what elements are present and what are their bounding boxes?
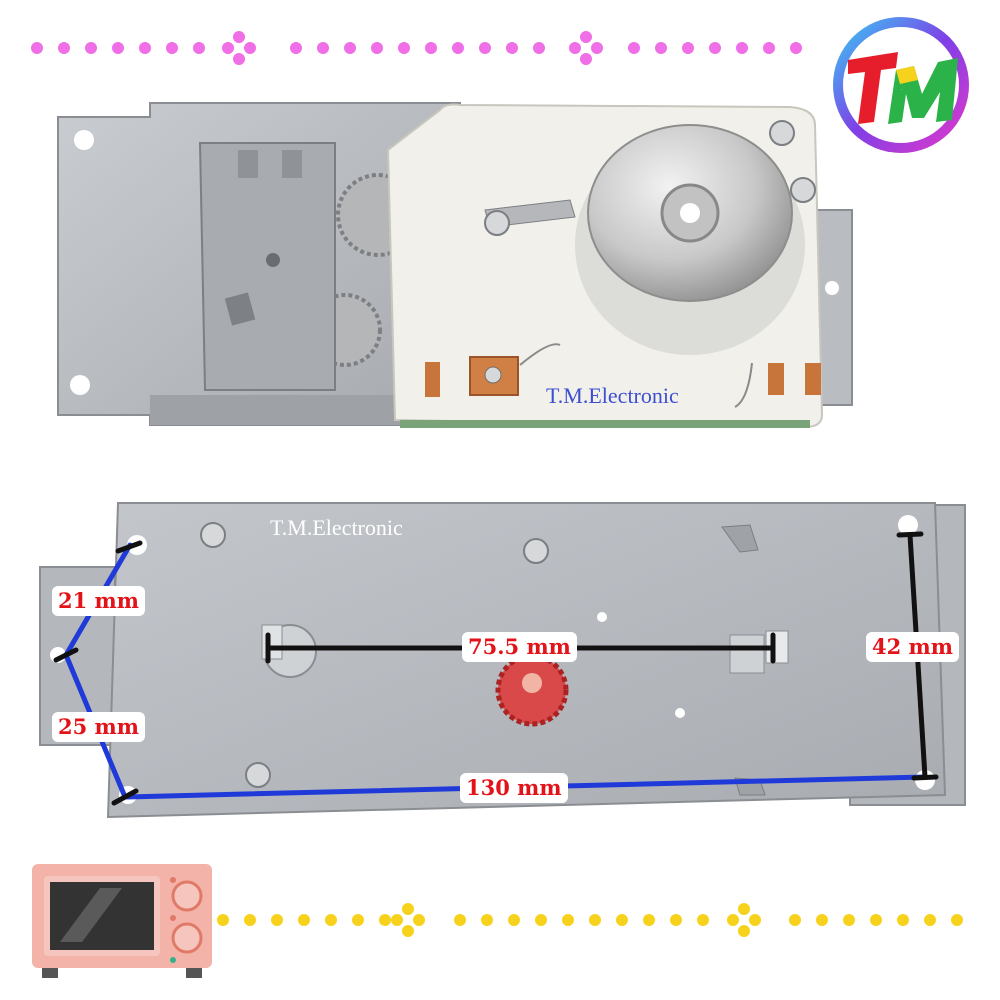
tm-logo: TM xyxy=(833,17,969,153)
dimension-label-130mm: 130 mm xyxy=(460,773,568,803)
dimension-label-21mm: 21 mm xyxy=(52,586,145,616)
timer-front-photo xyxy=(57,102,853,429)
flower-icon xyxy=(391,903,425,937)
tm-logo-text: TM xyxy=(901,89,903,91)
flower-icon xyxy=(569,31,603,65)
flower-icon xyxy=(222,31,256,65)
dimension-label-42mm: 42 mm xyxy=(866,632,959,662)
watermark-bottom: T.M.Electronic xyxy=(270,515,403,540)
yellow-dot-divider xyxy=(217,903,963,937)
dimension-label-75-5mm: 75.5 mm xyxy=(462,632,577,662)
watermark-top: T.M.Electronic xyxy=(546,383,679,408)
microwave-icon xyxy=(32,864,212,978)
flower-icon xyxy=(727,903,761,937)
pink-dot-divider xyxy=(31,31,802,65)
dimension-label-25mm: 25 mm xyxy=(52,712,145,742)
